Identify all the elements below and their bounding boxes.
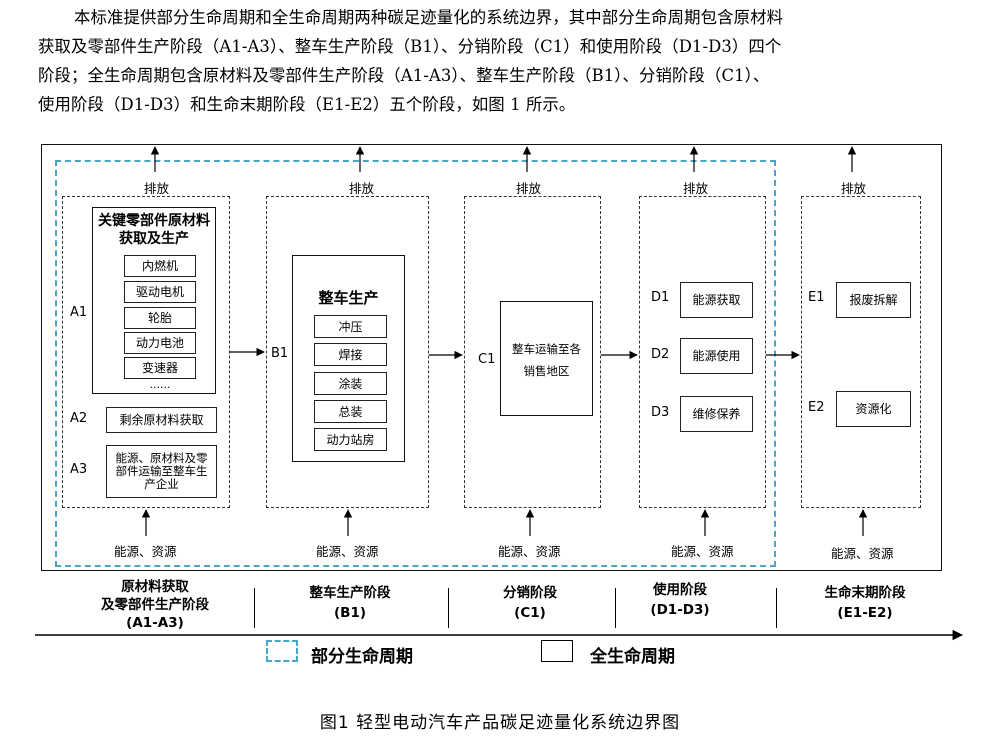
vehicle-production-title: 整车生产	[318, 289, 379, 307]
stage-c-box	[464, 196, 601, 508]
paragraph-line: 本标准提供部分生命周期和全生命周期两种碳足迹量化的系统边界，其中部分生命周期包含…	[74, 8, 784, 27]
stage-separator	[254, 588, 255, 628]
stage-separator	[776, 588, 777, 628]
emission-label-c: 排放	[516, 181, 542, 196]
label-d1: D1	[651, 290, 670, 305]
label-d2: D2	[651, 347, 670, 362]
production-item: 焊接	[314, 343, 387, 366]
stage-label-c: 分销阶段 (C1)	[480, 583, 580, 623]
emission-label-d: 排放	[683, 181, 709, 196]
distribution-text-line: 销售地区	[523, 364, 570, 378]
key-parts-title: 关键零部件原材料获取及生产	[98, 213, 210, 247]
distribution-text: 整车运输至各 销售地区	[500, 338, 593, 382]
remaining-materials-box: 剩余原材料获取	[106, 407, 217, 433]
emission-label-e: 排放	[841, 181, 867, 196]
input-label-a: 能源、资源	[114, 544, 177, 559]
input-label-d: 能源、资源	[671, 544, 734, 559]
label-d3: D3	[651, 405, 670, 420]
label-a2: A2	[70, 411, 88, 426]
stage-label-line: (B1)	[333, 605, 367, 621]
stage-a-box	[62, 196, 230, 508]
legend-full-label: 全生命周期	[590, 647, 675, 667]
part-item: 动力电池	[124, 332, 196, 354]
legend-partial-label: 部分生命周期	[311, 647, 413, 667]
stage-label-line: (E1-E2)	[837, 605, 893, 621]
part-ellipsis: ......	[149, 378, 171, 391]
full-lifecycle-frame	[41, 144, 942, 571]
input-label-c: 能源、资源	[498, 544, 561, 559]
stage-label-line: 使用阶段	[653, 582, 707, 598]
emission-label-b: 排放	[349, 181, 375, 196]
stage-label-line: 原材料获取	[121, 579, 189, 595]
label-e2: E2	[808, 400, 825, 415]
production-item: 冲压	[314, 315, 387, 338]
eol-item: 资源化	[836, 391, 911, 427]
paragraph-line: 使用阶段（D1-D3）和生命末期阶段（E1-E2）五个阶段，如图 1 所示。	[38, 95, 576, 114]
distribution-box	[500, 301, 593, 416]
eol-item: 报废拆解	[836, 282, 911, 318]
stage-label-e: 生命末期阶段 (E1-E2)	[800, 583, 930, 623]
stage-separator	[615, 588, 616, 628]
transport-to-factory-box: 能源、原材料及零部件运输至整车生产企业	[106, 445, 217, 498]
stage-label-line: 生命末期阶段	[824, 585, 906, 601]
use-item: 能源使用	[680, 338, 753, 374]
part-item: 变速器	[124, 357, 196, 379]
label-b1: B1	[271, 346, 289, 361]
stage-label-line: 分销阶段	[503, 585, 557, 601]
stage-label-line: 整车生产阶段	[309, 585, 391, 601]
emission-label-a: 排放	[144, 181, 170, 196]
production-item: 涂装	[314, 372, 387, 395]
stage-label-line: (A1-A3)	[126, 615, 184, 631]
production-item: 总装	[314, 400, 387, 423]
stage-label-line: (C1)	[514, 605, 546, 621]
paragraph-line: 获取及零部件生产阶段（A1-A3）、整车生产阶段（B1）、分销阶段（C1）和使用…	[38, 37, 782, 56]
stage-separator	[448, 588, 449, 628]
stage-b-box	[266, 196, 429, 508]
stage-e-box	[801, 196, 921, 508]
partial-lifecycle-frame	[55, 160, 776, 567]
label-a3: A3	[70, 462, 88, 477]
use-item: 维修保养	[680, 396, 753, 432]
paragraph-line: 阶段；全生命周期包含原材料及零部件生产阶段（A1-A3）、整车生产阶段（B1）、…	[38, 66, 770, 85]
stage-label-line: (D1-D3)	[650, 602, 710, 618]
stage-label-a: 原材料获取 及零部件生产阶段 (A1-A3)	[80, 578, 230, 632]
stage-label-line: 及零部件生产阶段	[101, 597, 209, 613]
distribution-text-line: 整车运输至各	[512, 342, 581, 356]
part-item: 轮胎	[124, 307, 196, 329]
figure-caption: 图1 轻型电动汽车产品碳足迹量化系统边界图	[319, 713, 681, 733]
input-label-e: 能源、资源	[831, 546, 894, 561]
use-item: 能源获取	[680, 282, 753, 318]
production-item: 动力站房	[314, 428, 387, 451]
legend-full-swatch	[541, 640, 573, 662]
label-c1: C1	[478, 352, 496, 367]
stage-d-box	[639, 196, 766, 508]
input-label-b: 能源、资源	[316, 544, 379, 559]
label-a1: A1	[70, 305, 88, 320]
part-item: 驱动电机	[124, 281, 196, 303]
stage-label-d: 使用阶段 (D1-D3)	[630, 580, 730, 620]
intro-paragraph: 本标准提供部分生命周期和全生命周期两种碳足迹量化的系统边界，其中部分生命周期包含…	[38, 3, 973, 119]
label-e1: E1	[808, 290, 825, 305]
part-item: 内燃机	[124, 255, 196, 277]
stage-label-b: 整车生产阶段 (B1)	[290, 583, 410, 623]
legend-partial-swatch	[266, 640, 298, 662]
